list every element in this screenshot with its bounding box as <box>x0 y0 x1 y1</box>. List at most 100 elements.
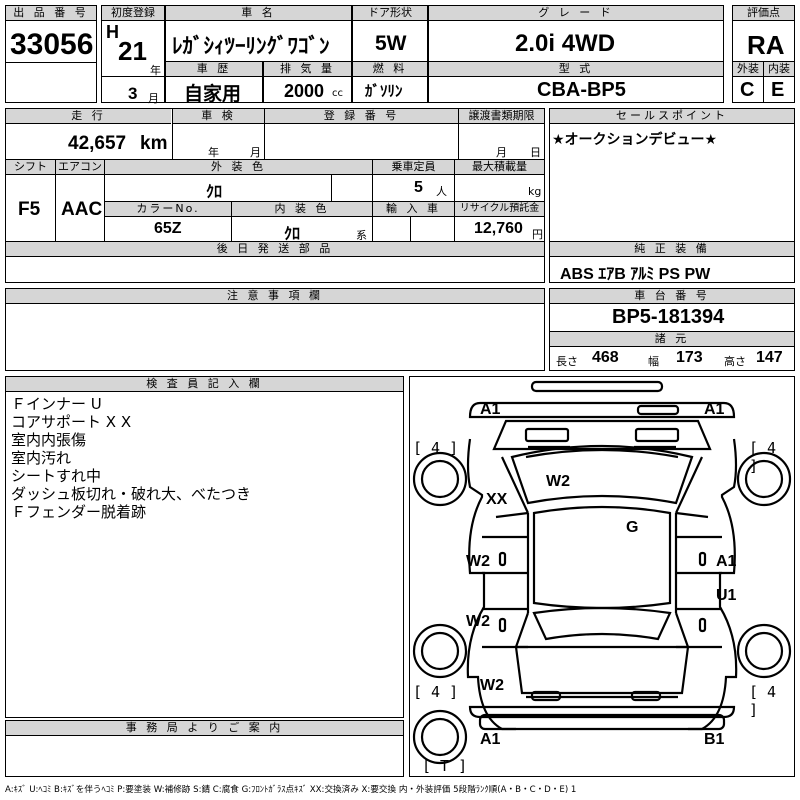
int-color-value: ｸﾛ <box>284 226 301 243</box>
reg-year-unit: 年 <box>150 64 161 77</box>
mark-tire-rr: [ 4 ] <box>749 683 777 719</box>
ac-value: AAC <box>61 199 103 220</box>
inspection-month-unit: 月 <box>250 146 261 159</box>
mark-trunk: [ T ] <box>422 757 468 775</box>
door-label: ドア形状 <box>353 6 427 21</box>
exterior-label: 外装 <box>733 62 763 77</box>
load-unit: kg <box>528 185 542 198</box>
int-color-unit: 系 <box>356 229 367 242</box>
model-value: CBA-BP5 <box>537 79 626 101</box>
car-name-label: 車 名 <box>166 6 351 21</box>
era-letter: H <box>106 22 119 42</box>
later-parts-box: 後 日 発 送 部 品 <box>5 241 545 283</box>
fuel-label: 燃 料 <box>353 62 427 77</box>
interior-label: 内装 <box>764 62 794 77</box>
shift-value: F5 <box>18 199 41 220</box>
grade-label: グ レ ー ド <box>429 6 723 21</box>
exterior-value: C <box>740 79 755 101</box>
inspector-note: 室内内張傷 <box>11 431 87 449</box>
office-label: 事 務 局 よ り ご 案 内 <box>6 721 403 736</box>
import-label: 輸 入 車 <box>372 202 454 217</box>
mark-door-rear-right: U1 <box>716 587 737 604</box>
caution-box: 注 意 事 項 欄 <box>5 288 545 371</box>
genuine-label: 純 正 装 備 <box>550 242 794 257</box>
width-value: 173 <box>676 349 703 366</box>
genuine-box: 純 正 装 備 ABS ｴｱB ｱﾙﾐ PS PW <box>549 241 795 283</box>
mark-quarter-left: W2 <box>480 677 504 694</box>
mark-rear-left: A1 <box>480 731 501 748</box>
history-label: 車 歴 <box>166 62 262 77</box>
lot-label: 出 品 番 号 <box>6 6 96 21</box>
lot-number: 33056 <box>10 28 94 61</box>
first-reg-label: 初度登録 <box>102 6 164 21</box>
mark-tire-fl: [ 4 ] <box>413 439 459 457</box>
recycle-unit: 円 <box>532 228 543 241</box>
mark-tire-fr: [ 4 ] <box>749 439 777 475</box>
fuel-value: ｶﾞｿﾘﾝ <box>365 83 403 100</box>
inspector-note: 室内汚れ <box>11 449 72 467</box>
specs-label: 諸 元 <box>550 332 794 347</box>
mark-door-rear-left: W2 <box>466 613 490 630</box>
displacement-value: 2000 <box>284 81 325 101</box>
sales-point-label: セールスポイント <box>550 109 794 124</box>
inspection-label: 車 検 <box>172 109 264 124</box>
mileage-unit: km <box>140 133 168 154</box>
height-value: 147 <box>756 349 783 366</box>
grade-box: グ レ ー ド 2.0i 4WD <box>428 5 724 62</box>
reg-no-label: 登 録 番 号 <box>264 109 458 124</box>
genuine-value: ABS ｴｱB ｱﾙﾐ PS PW <box>560 266 711 283</box>
exterior-box: 外装 C <box>732 61 764 103</box>
height-label: 高さ <box>724 355 746 368</box>
car-diagram: A1 A1 [ 4 ] [ 4 ] W2 XX G W2 A1 U1 W2 [ … <box>409 376 795 777</box>
inspector-note: ダッシュ板切れ・破れ大、べたつき <box>11 485 252 503</box>
score-value: RA <box>747 30 785 60</box>
ac-label: エアコン <box>55 160 104 175</box>
mark-front-right: A1 <box>704 401 725 418</box>
sales-point-box: セールスポイント ★オークションデビュー★ <box>549 108 795 242</box>
office-box: 事 務 局 よ り ご 案 内 <box>5 720 404 777</box>
inspector-note: Ｆインナー U <box>11 395 102 413</box>
score-label: 評価点 <box>733 6 794 21</box>
transfer-label: 譲渡書類期限 <box>458 109 544 124</box>
capacity-label: 乗車定員 <box>372 160 454 175</box>
mark-tire-rl: [ 4 ] <box>413 683 459 701</box>
displacement-label: 排 気 量 <box>264 62 351 77</box>
length-value: 468 <box>592 349 619 366</box>
inspector-note: コアサポート X X <box>11 413 132 431</box>
mileage-label: 走 行 <box>6 109 171 124</box>
color-no-label: カラーNo. <box>105 202 231 217</box>
capacity-unit: 人 <box>436 185 447 198</box>
length-label: 長さ <box>556 355 578 368</box>
damage-legend: A:ｷｽﾞ U:ﾍｺﾐ B:ｷｽﾞを伴うﾍｺﾐ P:要塗装 W:補修跡 S:錆 … <box>5 785 577 795</box>
displacement-box: 排 気 量 2000 cc <box>263 61 352 103</box>
ext-color-value: ｸﾛ <box>206 184 223 201</box>
chassis-value: BP5-181394 <box>612 306 725 328</box>
lot-box: 出 品 番 号 33056 <box>5 5 97 103</box>
shift-label: シフト <box>6 160 55 175</box>
reg-month: 3 <box>128 84 138 103</box>
mark-door-front-left: W2 <box>466 553 490 570</box>
door-value: 5W <box>375 32 407 55</box>
mark-roof: G <box>626 519 639 536</box>
recycle-value: 12,760 <box>474 220 523 237</box>
reg-year: 21 <box>118 36 147 66</box>
width-label: 幅 <box>648 355 659 368</box>
car-outline <box>412 380 792 765</box>
inspector-note: シートすれ中 <box>11 467 102 485</box>
interior-box: 内装 E <box>763 61 795 103</box>
mark-rear-right: B1 <box>704 731 725 748</box>
grade-value: 2.0i 4WD <box>515 30 616 57</box>
first-reg-box: 初度登録 H 21 年 3 月 <box>101 5 165 105</box>
inspection-year-unit: 年 <box>208 146 219 159</box>
inspector-note: Ｆフェンダー脱着跡 <box>11 503 147 521</box>
mark-door-front-right: A1 <box>716 553 737 570</box>
history-box: 車 歴 自家用 <box>165 61 263 105</box>
capacity-value: 5 <box>414 179 423 196</box>
load-label: 最大積載量 <box>454 160 544 175</box>
model-box: 型 式 CBA-BP5 <box>428 61 724 103</box>
car-name-box: 車 名 ﾚｶﾞｼｨﾂｰﾘﾝｸﾞﾜｺﾞﾝ <box>165 5 352 62</box>
door-box: ドア形状 5W <box>352 5 428 62</box>
inspector-label: 検 査 員 記 入 欄 <box>6 377 403 392</box>
transfer-month-unit: 月 <box>496 146 507 159</box>
mark-fender-left: XX <box>486 491 508 508</box>
